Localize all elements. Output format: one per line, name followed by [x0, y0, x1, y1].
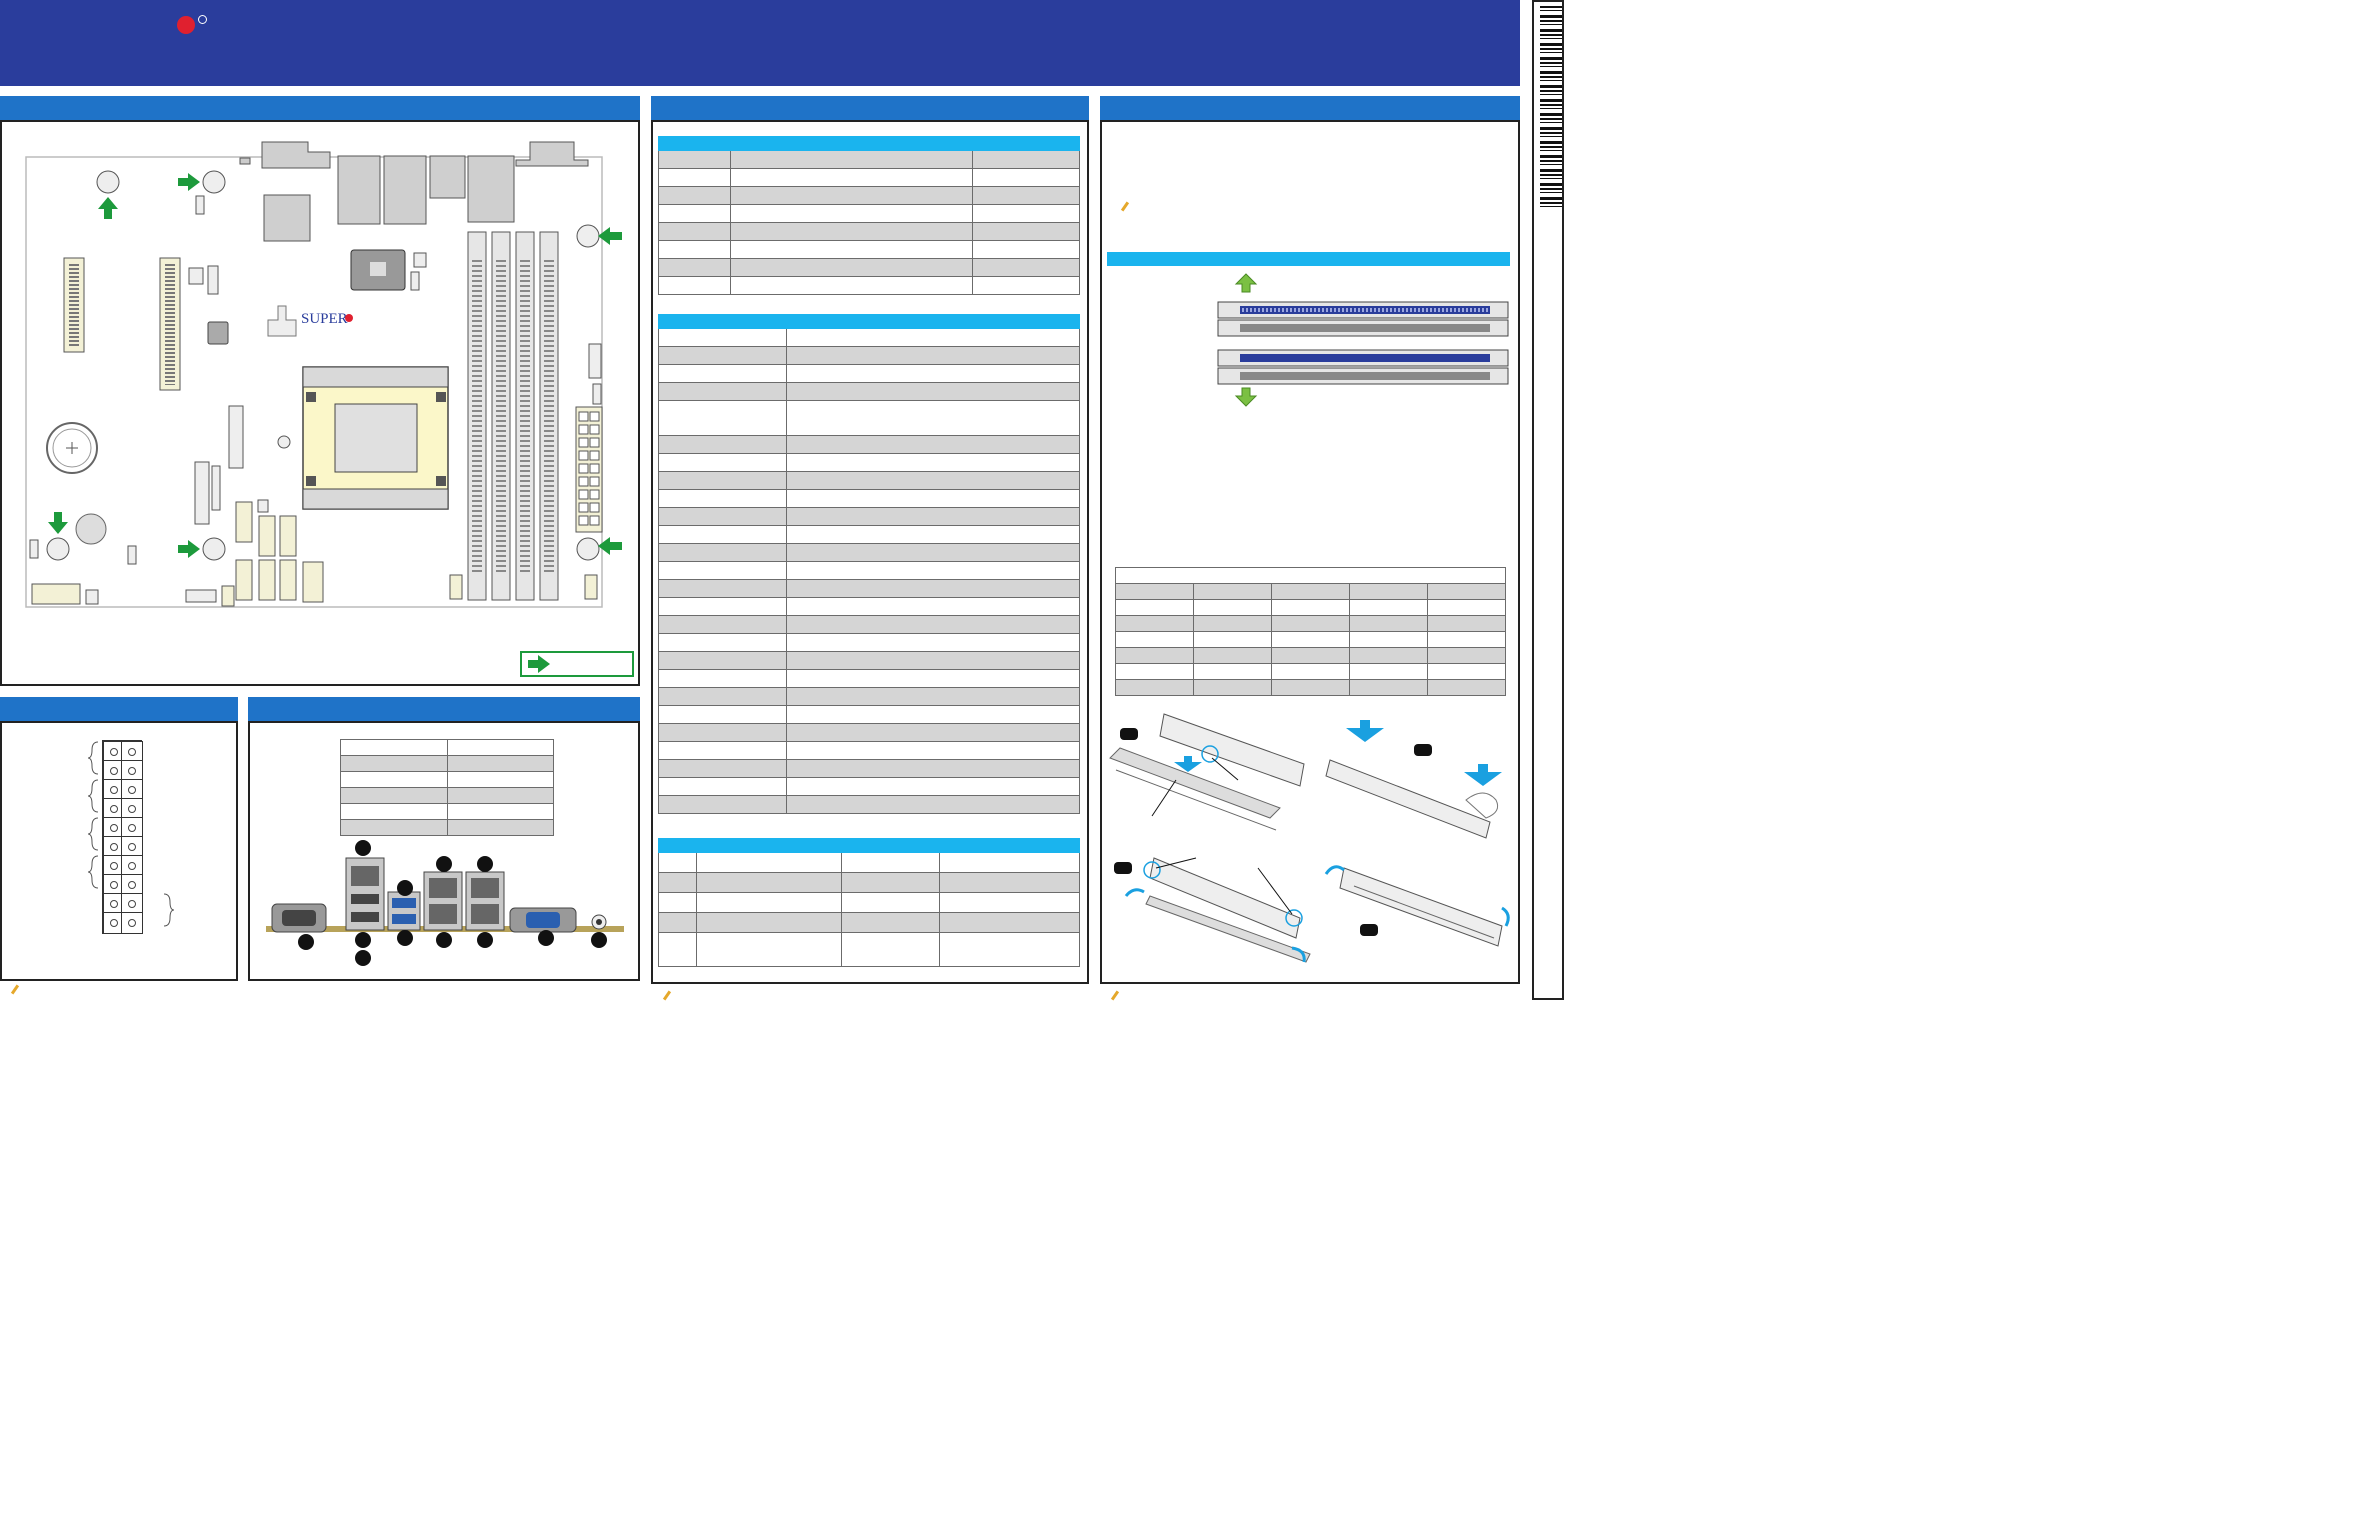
step-badge-2: [1414, 744, 1432, 756]
chip-block: [263, 194, 311, 242]
io-serial-top: [261, 141, 331, 169]
io-audio-block: [429, 155, 466, 199]
up-arrow-icon: [1234, 273, 1258, 293]
usb-header: [194, 461, 210, 525]
led-table: [658, 838, 1080, 967]
board-panel: [0, 120, 640, 686]
connector-table: [658, 314, 1080, 814]
step-badge-3: [1114, 862, 1132, 874]
brand-icon: [267, 305, 297, 337]
jumper-table: [658, 136, 1080, 295]
io-vga-top: [515, 141, 589, 167]
dimm-slot-a1: [1217, 301, 1509, 319]
mounting-hole-icon: [46, 170, 600, 561]
io-panel: [248, 721, 640, 981]
pinout-panel-header: [0, 697, 238, 721]
note-pencil-icon-4: [1110, 990, 1120, 1001]
small-header: [239, 157, 251, 165]
dimm-install-steps: [1109, 713, 1510, 963]
cpu-socket-base: [302, 488, 449, 510]
front-panel-header: [228, 405, 244, 469]
pin-header-grid: [102, 740, 143, 934]
io-usb-stack-2: [383, 155, 427, 225]
buzzer: [75, 513, 107, 545]
logo-dot: [177, 16, 195, 34]
com-header: [31, 583, 81, 605]
tables-panel-header: [651, 96, 1089, 120]
dimm-slot-b2: [1217, 367, 1509, 385]
dimm-slot-diagram: [1217, 273, 1509, 407]
memory-panel-header: [1100, 96, 1520, 120]
barcode-frame: [1532, 0, 1564, 1000]
bmc-chip-die: [370, 262, 386, 276]
small-chip: [207, 321, 229, 345]
header-banner: [0, 0, 1520, 86]
memory-section-bar: [1107, 252, 1510, 266]
note-pencil-icon-2: [662, 990, 672, 1001]
registered-mark-icon: [198, 15, 207, 24]
memory-panel: [1100, 120, 1520, 984]
down-arrow-icon: [1234, 387, 1258, 407]
dimm-slot-b1: [1217, 349, 1509, 367]
barcode-icon: [1540, 6, 1562, 210]
green-arrow-icon: [48, 173, 622, 558]
memory-population-table: [1115, 567, 1506, 696]
usb3-stack: [387, 891, 421, 931]
pinout-panel: [0, 721, 238, 981]
tables-panel: [651, 120, 1089, 984]
note-pencil-icon: [10, 984, 20, 995]
step-badge-1: [1120, 728, 1138, 740]
io-legend-table: [340, 739, 554, 836]
sata-ports: [235, 501, 324, 603]
motherboard-diagram: SUPER: [25, 141, 634, 677]
dimm-slots: [467, 231, 559, 601]
io-panel-header: [248, 697, 640, 721]
board-panel-header: [0, 96, 640, 120]
brand-label: SUPER: [301, 311, 348, 327]
dimm-slot-a2: [1217, 319, 1509, 337]
io-usb-stack-1: [337, 155, 381, 225]
step-badge-4: [1360, 924, 1378, 936]
io-lan-stack: [467, 155, 515, 223]
cpu-socket-lid: [302, 366, 449, 388]
callout-markers: [298, 840, 607, 966]
fan-header-right: [588, 343, 602, 379]
cpu-die: [334, 403, 418, 473]
pin-group-braces: [87, 741, 175, 927]
rear-io-illustration: [266, 840, 624, 966]
